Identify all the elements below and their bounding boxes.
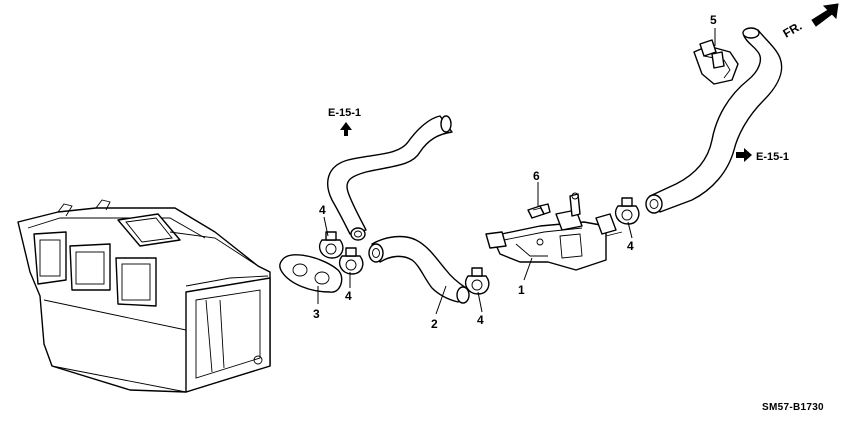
hose-clamp-middle <box>464 267 490 295</box>
front-direction-arrow: FR. <box>781 3 839 41</box>
middle-hose-part-2 <box>368 235 470 304</box>
hose-clamp-right <box>614 197 640 225</box>
long-right-hose <box>645 27 783 214</box>
callout-part-5: 5 <box>710 13 717 27</box>
hose-clip-part-5 <box>693 39 739 85</box>
front-direction-label: FR. <box>781 19 805 41</box>
leader-lines <box>317 28 716 315</box>
reference-label-top-left: E-15-1 <box>328 107 361 119</box>
bolt-part-6 <box>527 203 551 219</box>
callout-part-3: 3 <box>313 307 320 321</box>
callout-part-1: 1 <box>518 283 525 297</box>
callout-part-4-right: 4 <box>627 239 634 253</box>
callout-part-4-middle: 4 <box>477 313 484 327</box>
callout-part-4-left: 4 <box>345 289 352 303</box>
hose-clamp-upper <box>318 231 344 259</box>
reference-top-left: E-15-1 <box>328 107 361 136</box>
drawing-code: SM57-B1730 <box>762 402 824 413</box>
hose-clamp-left <box>338 247 364 275</box>
reference-label-right: E-15-1 <box>756 151 789 163</box>
grommet-part-3 <box>279 254 343 293</box>
callout-part-2: 2 <box>431 317 438 331</box>
upper-hose <box>327 115 453 241</box>
reference-right: E-15-1 <box>736 148 789 163</box>
callouts: 1 2 3 4 4 4 4 5 6 <box>313 13 717 331</box>
water-valve-part-1 <box>485 192 623 271</box>
callout-part-6: 6 <box>533 169 540 183</box>
heater-unit-housing <box>17 199 271 393</box>
callout-part-4-upper: 4 <box>319 203 326 217</box>
